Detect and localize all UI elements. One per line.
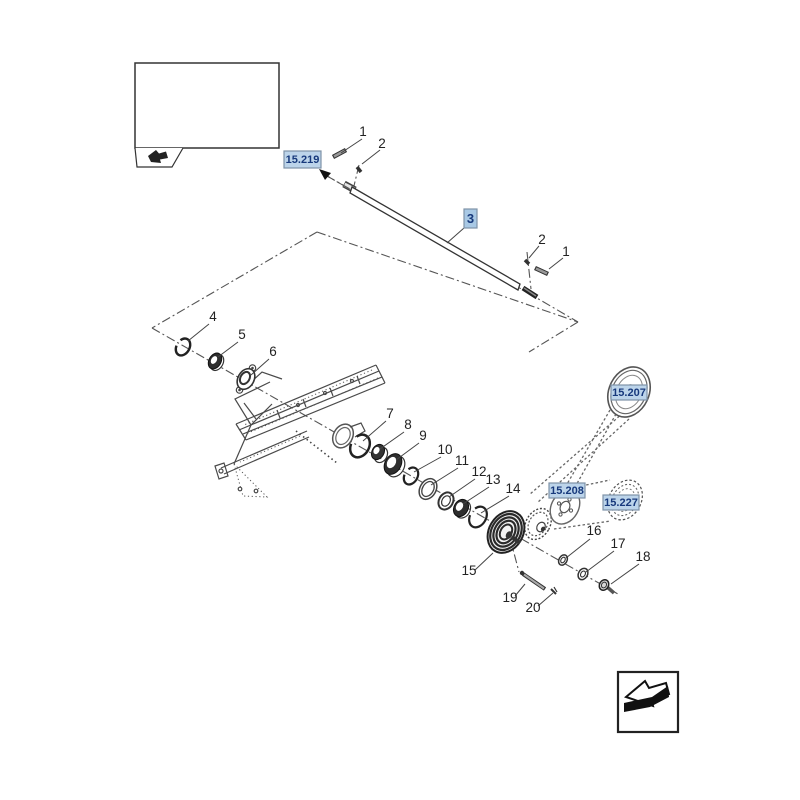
machine-icon: [148, 150, 168, 163]
ref-label-15208[interactable]: 15.208: [548, 482, 586, 499]
plane-edge-right: [316, 231, 579, 323]
callout-15: 15: [461, 563, 476, 578]
flange-housing-6: [235, 364, 257, 394]
arrow-direction-icon: [623, 679, 671, 712]
plane-edge-left: [151, 231, 318, 329]
callout-18: 18: [635, 549, 650, 564]
callout-9: 9: [419, 428, 427, 443]
callout-4: 4: [209, 309, 217, 324]
ref-arrowhead: [319, 169, 331, 180]
pin-19: [519, 570, 547, 591]
shaft-assembly: [331, 148, 549, 300]
bearing-5: [207, 352, 225, 372]
plane-edge-bottom: [528, 321, 579, 353]
bearing-parts: [174, 337, 488, 529]
washer-16: [557, 554, 569, 566]
callout-16: 16: [586, 523, 601, 538]
callout-10: 10: [437, 442, 452, 457]
snap-ring-7: [348, 433, 372, 459]
snap-ring-10: [402, 466, 420, 486]
callout-1-bottom: 1: [562, 244, 570, 259]
ref-label-15219[interactable]: 15.219: [283, 150, 322, 169]
washer-17: [577, 567, 589, 581]
bolt-18: [598, 578, 616, 595]
svg-text:15.227[interactable]: 15.227: [604, 497, 638, 509]
svg-text:3[interactable]: 3: [467, 211, 474, 226]
highlighted-callout-3[interactable]: 3: [463, 208, 478, 229]
callout-13: 13: [485, 472, 500, 487]
belt-run: [562, 409, 611, 492]
callout-2-bottom: 2: [538, 232, 546, 247]
callout-1-top: 1: [359, 124, 367, 139]
pin-2-top: [355, 165, 363, 174]
cotter-pin-20: [550, 586, 558, 595]
callout-7: 7: [386, 406, 394, 421]
shaft-item-3: [349, 186, 521, 291]
thumbnail-box: [134, 62, 280, 168]
callout-20: 20: [525, 600, 540, 615]
callout-2-top: 2: [378, 136, 386, 151]
nav-icon-box[interactable]: [616, 670, 680, 734]
ring-11: [418, 477, 438, 501]
belt-run: [569, 413, 617, 497]
ref-label-15227[interactable]: 15.227: [602, 494, 640, 511]
pulley-15: [486, 510, 526, 554]
callout-8: 8: [404, 417, 412, 432]
callout-14: 14: [505, 481, 521, 496]
callout-numbers: 1 2 2 1 4 5 6 7 8 9 10 11 12 13 14 15 16…: [209, 124, 650, 615]
leader-lines: [187, 138, 640, 607]
bearing-13: [452, 498, 472, 519]
svg-text:15.207[interactable]: 15.207: [612, 387, 646, 399]
belt-run: [557, 479, 611, 492]
pin-axis-bottom: [526, 251, 532, 290]
snap-ring-4: [174, 337, 192, 357]
svg-text:15.219[interactable]: 15.219: [286, 154, 320, 166]
callout-19: 19: [502, 590, 517, 605]
callout-17: 17: [610, 536, 625, 551]
belt-run: [536, 418, 630, 504]
callout-11: 11: [455, 453, 469, 468]
callout-5: 5: [238, 327, 246, 342]
belt-run: [528, 412, 624, 496]
fasteners: [519, 554, 616, 595]
snap-ring-14: [468, 505, 488, 529]
ref-label-15207[interactable]: 15.207: [610, 384, 648, 401]
support-frame: [214, 364, 386, 498]
svg-text:15.208[interactable]: 15.208: [550, 485, 584, 497]
pin-2-bottom: [523, 258, 531, 266]
reference-labels: 15.219 3 15.207 15.208 15.227: [283, 150, 648, 511]
sprocket-wheel: [524, 507, 552, 541]
callout-6: 6: [269, 344, 277, 359]
callout-12: 12: [471, 464, 486, 479]
